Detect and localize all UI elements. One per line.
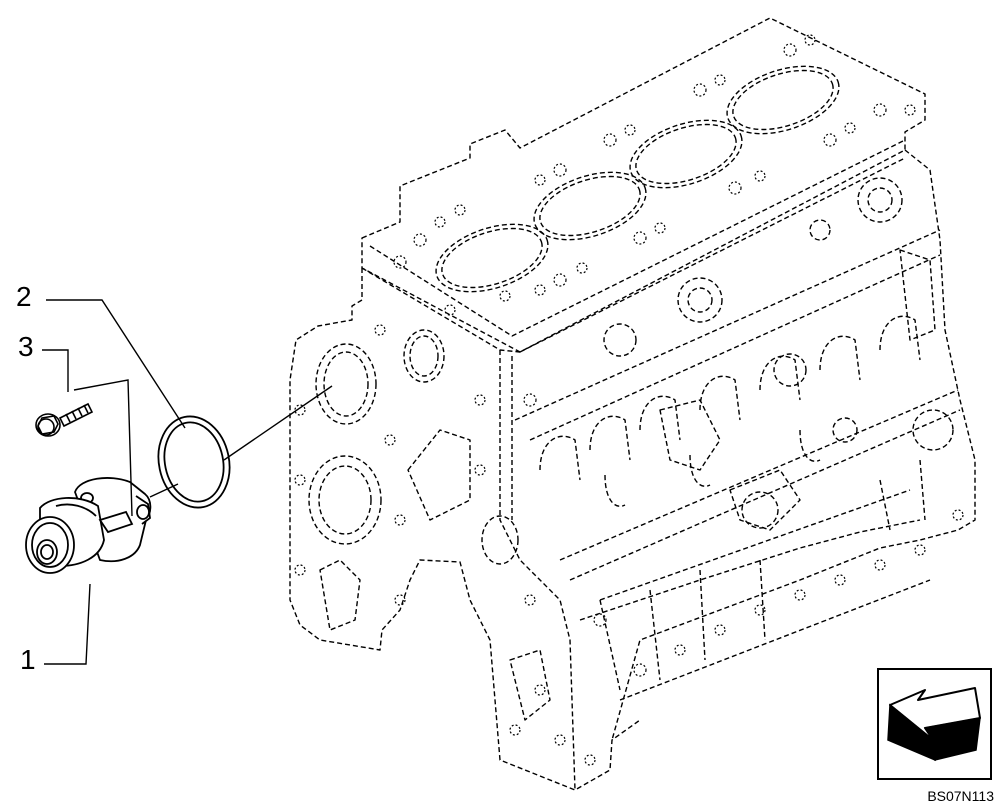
water-pump-icon [25, 477, 152, 574]
o-ring-seal-icon [157, 415, 231, 509]
engine-block-holes [294, 34, 964, 766]
leader-lines [42, 299, 186, 665]
assembly-axis-line [149, 385, 333, 498]
bolt-icon [35, 402, 94, 437]
direction-arrow-icon [877, 668, 992, 780]
reference-code: BS07N113 [927, 788, 994, 804]
callout-label-1: 1 [20, 644, 36, 675]
callout-label-3: 3 [18, 331, 34, 362]
callout-label-2: 2 [16, 281, 32, 312]
engine-block-icon [289, 17, 976, 791]
